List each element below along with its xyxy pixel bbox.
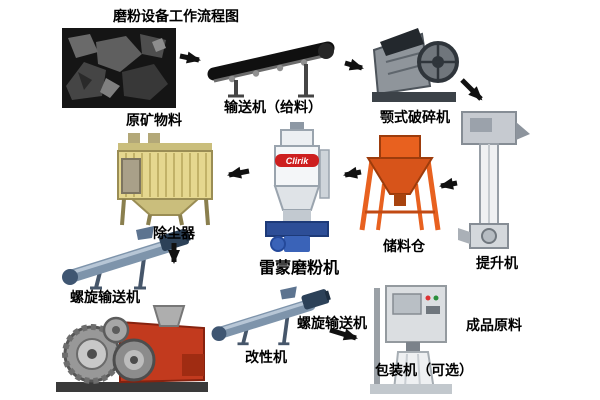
label-screw-conveyor-2: 螺旋输送机	[297, 315, 367, 331]
bucket-elevator-image	[458, 111, 530, 249]
label-jaw-crusher: 颚式破碎机	[380, 109, 450, 125]
arrow-conveyor-to-crusher	[344, 58, 364, 71]
page-title: 磨粉设备工作流程图	[113, 8, 239, 24]
screw-conveyor-1-image	[62, 226, 191, 290]
belt-conveyor-image	[207, 41, 335, 98]
storage-silo-image	[359, 135, 441, 231]
arrow-crusher-to-elevator	[460, 78, 483, 101]
label-finished-product: 成品原料	[466, 317, 522, 333]
clirik-logo: Clirik	[275, 154, 319, 167]
label-dust-collector: 除尘器	[153, 225, 195, 241]
clirik-brand-text: Clirik	[286, 156, 310, 166]
label-bucket-elevator: 提升机	[476, 255, 518, 271]
arrow-mill-to-dust-collector	[227, 166, 250, 179]
modifier-machine-image	[56, 305, 208, 392]
label-raymond-mill: 雷蒙磨粉机	[259, 260, 340, 277]
label-screw-conveyor-1: 螺旋输送机	[70, 289, 140, 305]
label-raw-ore: 原矿物料	[126, 112, 182, 128]
dust-collector-image	[117, 133, 213, 226]
label-modifier: 改性机	[245, 349, 287, 365]
label-packing-machine: 包装机（可选）	[375, 362, 473, 378]
label-feeder-conveyor: 输送机（给料）	[224, 99, 322, 115]
packing-machine-image	[370, 285, 452, 394]
raw-ore-image	[62, 28, 176, 108]
arrow-ore-to-conveyor	[179, 51, 201, 64]
screw-conveyor-2-image	[211, 286, 331, 346]
label-storage-silo: 储料仓	[383, 238, 425, 254]
jaw-crusher-image	[372, 28, 459, 102]
raymond-mill-image: Clirik	[265, 122, 330, 252]
